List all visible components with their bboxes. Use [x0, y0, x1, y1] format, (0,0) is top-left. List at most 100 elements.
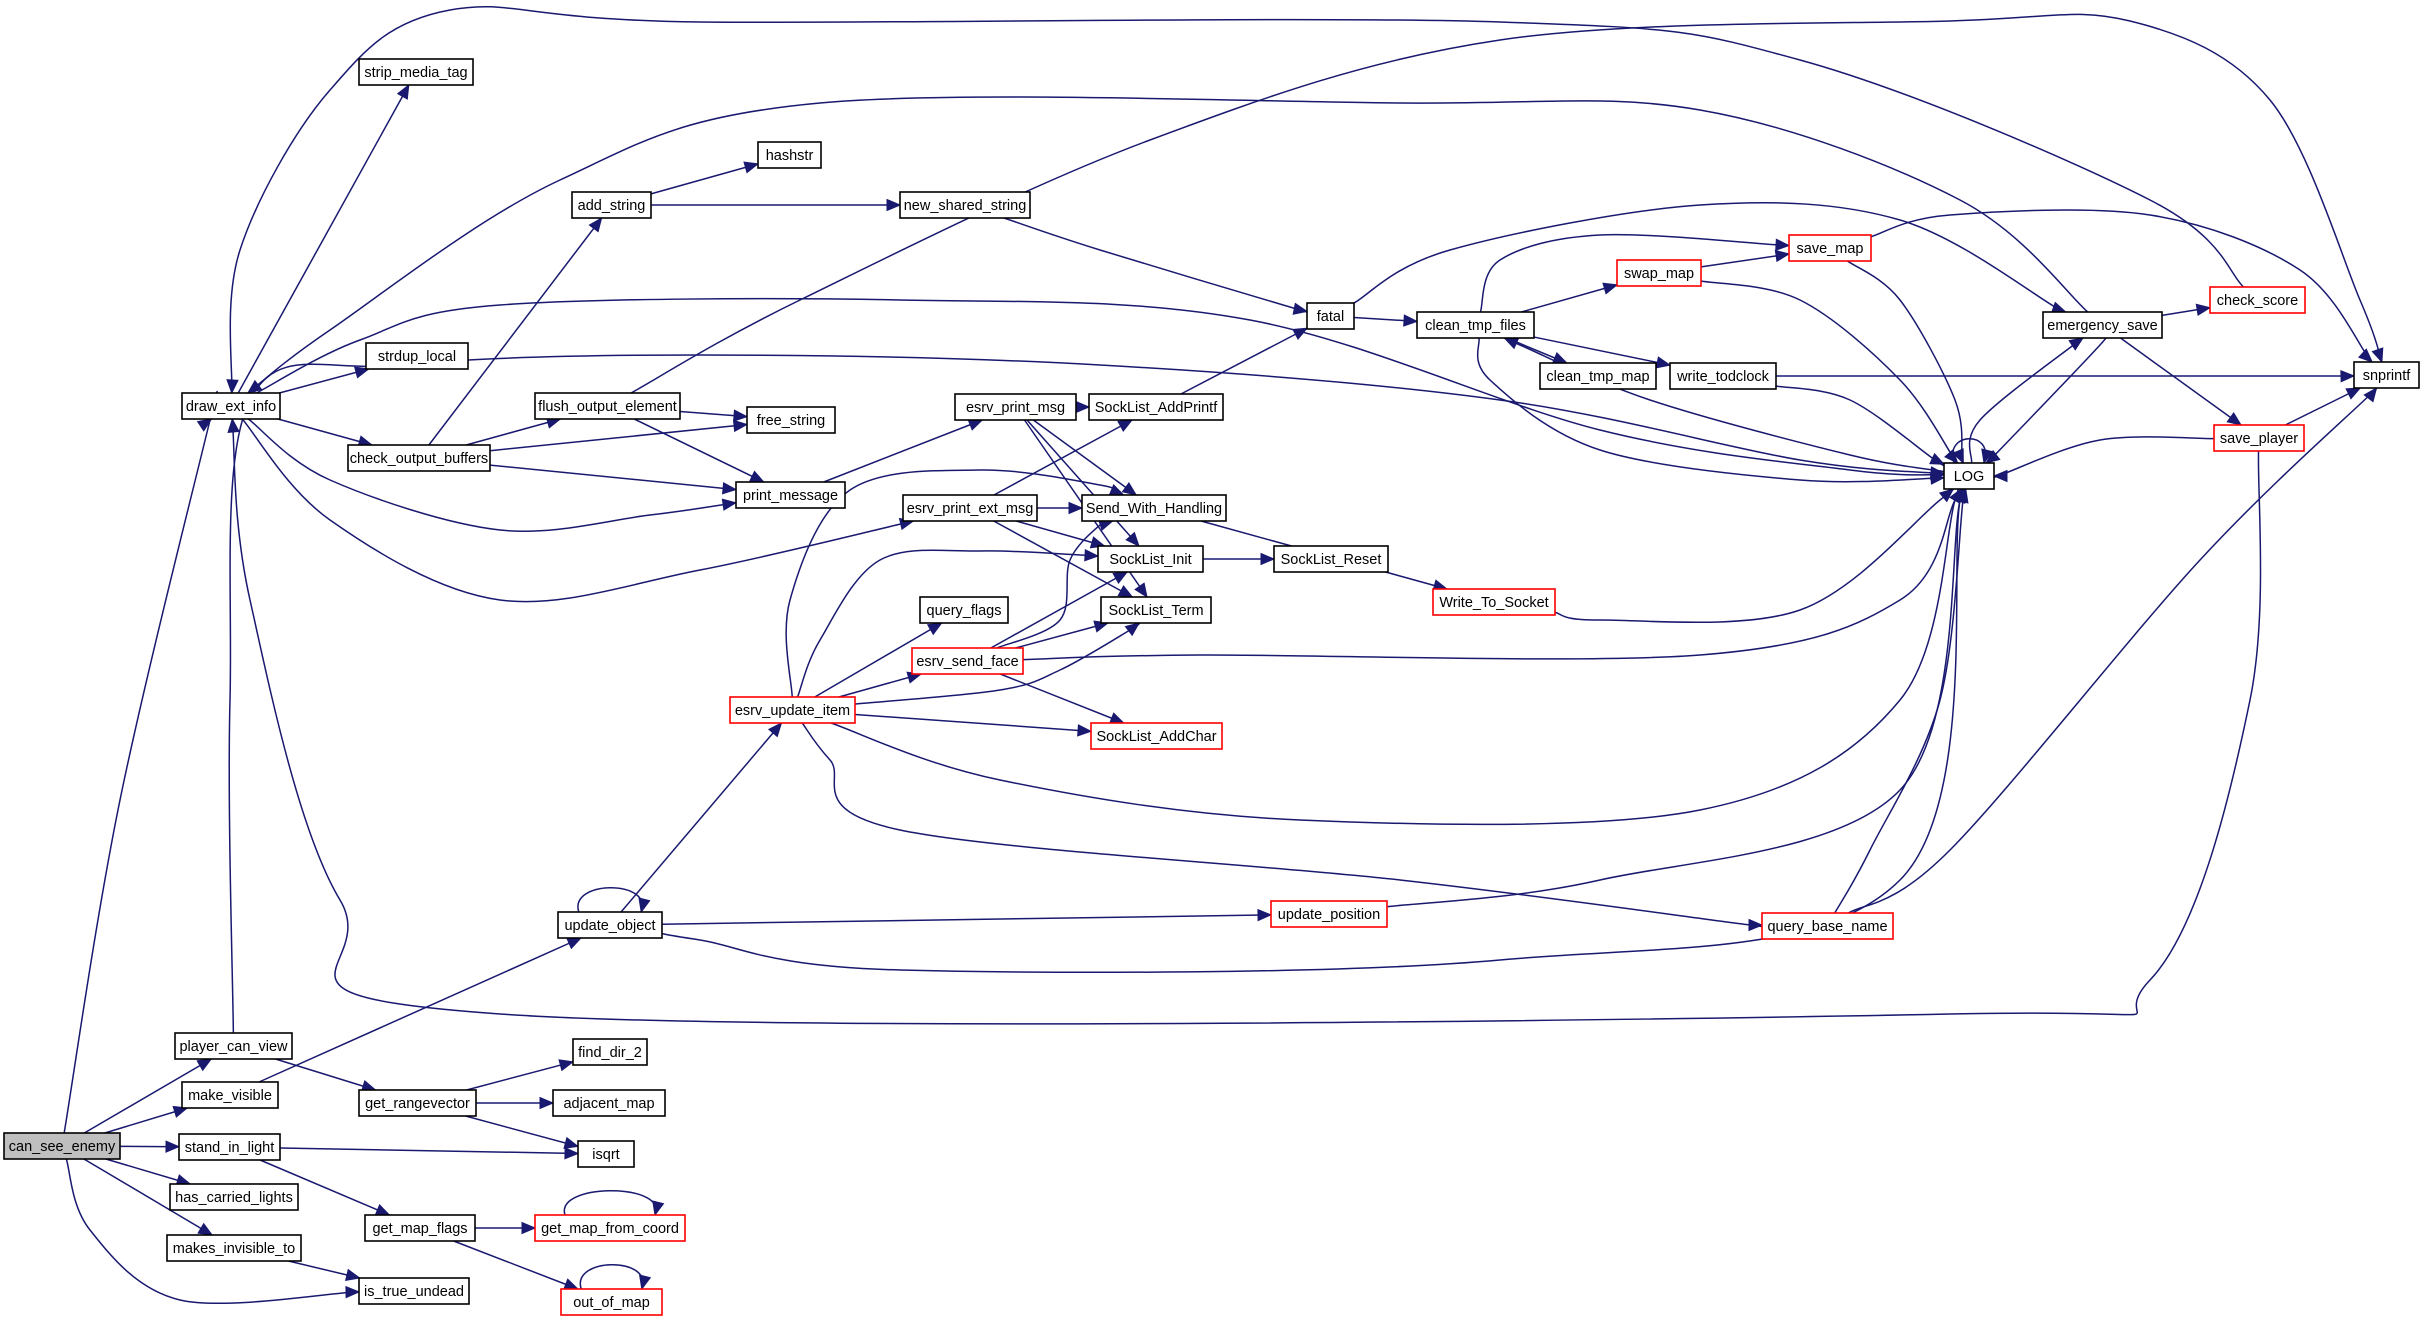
node-adjacent_map[interactable]: adjacent_map: [552, 1089, 666, 1117]
node-box[interactable]: [1270, 900, 1388, 928]
node-esrv_print_msg[interactable]: esrv_print_msg: [954, 393, 1077, 421]
node-get_map_flags[interactable]: get_map_flags: [364, 1214, 476, 1242]
node-box[interactable]: [2353, 361, 2420, 389]
node-box[interactable]: [552, 1089, 666, 1117]
node-box[interactable]: [899, 191, 1031, 219]
node-clean_tmp_map[interactable]: clean_tmp_map: [1539, 362, 1657, 390]
node-save_map[interactable]: save_map: [1788, 234, 1872, 262]
node-SockList_Init[interactable]: SockList_Init: [1097, 545, 1204, 573]
node-box[interactable]: [1100, 596, 1212, 624]
node-box[interactable]: [2213, 424, 2305, 452]
node-box[interactable]: [1788, 234, 1872, 262]
node-box[interactable]: [557, 911, 663, 939]
node-write_todclock[interactable]: write_todclock: [1669, 362, 1777, 390]
node-esrv_update_item[interactable]: esrv_update_item: [729, 696, 856, 724]
node-strdup_local[interactable]: strdup_local: [365, 342, 469, 370]
node-update_position[interactable]: update_position: [1270, 900, 1388, 928]
node-box[interactable]: [757, 141, 822, 169]
node-flush_output_element[interactable]: flush_output_element: [534, 392, 681, 420]
node-box[interactable]: [181, 392, 281, 420]
node-box[interactable]: [358, 1089, 477, 1117]
node-box[interactable]: [365, 342, 469, 370]
node-box[interactable]: [178, 1133, 281, 1161]
node-box[interactable]: [1090, 722, 1223, 750]
node-box[interactable]: [534, 392, 681, 420]
node-has_carried_lights[interactable]: has_carried_lights: [169, 1183, 299, 1211]
node-box[interactable]: [347, 444, 491, 472]
node-box[interactable]: [1761, 912, 1894, 940]
node-print_message[interactable]: print_message: [735, 481, 846, 509]
node-box[interactable]: [954, 393, 1077, 421]
node-SockList_AddChar[interactable]: SockList_AddChar: [1090, 722, 1223, 750]
node-box[interactable]: [746, 406, 836, 434]
node-hashstr[interactable]: hashstr: [757, 141, 822, 169]
node-box[interactable]: [1088, 393, 1224, 421]
node-box[interactable]: [572, 1038, 648, 1066]
node-update_object[interactable]: update_object: [557, 911, 663, 939]
node-make_visible[interactable]: make_visible: [181, 1081, 279, 1109]
node-swap_map[interactable]: swap_map: [1616, 259, 1702, 287]
node-check_score[interactable]: check_score: [2209, 286, 2306, 314]
node-box[interactable]: [2209, 286, 2306, 314]
node-get_rangevector[interactable]: get_rangevector: [358, 1089, 477, 1117]
node-box[interactable]: [911, 647, 1024, 675]
node-box[interactable]: [735, 481, 846, 509]
node-find_dir_2[interactable]: find_dir_2: [572, 1038, 648, 1066]
node-box[interactable]: [577, 1140, 635, 1168]
node-box[interactable]: [1306, 302, 1355, 330]
node-box[interactable]: [358, 1277, 470, 1305]
node-out_of_map[interactable]: out_of_map: [560, 1288, 663, 1316]
node-snprintf[interactable]: snprintf: [2353, 361, 2420, 389]
node-player_can_view[interactable]: player_can_view: [174, 1032, 293, 1060]
node-query_base_name[interactable]: query_base_name: [1761, 912, 1894, 940]
node-free_string[interactable]: free_string: [746, 406, 836, 434]
node-box[interactable]: [1539, 362, 1657, 390]
node-Send_With_Handling[interactable]: Send_With_Handling: [1081, 494, 1227, 522]
node-esrv_print_ext_msg[interactable]: esrv_print_ext_msg: [902, 494, 1038, 522]
node-strip_media_tag[interactable]: strip_media_tag: [358, 58, 474, 86]
node-box[interactable]: [1081, 494, 1227, 522]
node-box[interactable]: [169, 1183, 299, 1211]
node-add_string[interactable]: add_string: [571, 191, 652, 219]
node-new_shared_string[interactable]: new_shared_string: [899, 191, 1031, 219]
node-box[interactable]: [358, 58, 474, 86]
node-Write_To_Socket[interactable]: Write_To_Socket: [1432, 588, 1556, 616]
node-box[interactable]: [1432, 588, 1556, 616]
node-box[interactable]: [1669, 362, 1777, 390]
node-save_player[interactable]: save_player: [2213, 424, 2305, 452]
node-SockList_Term[interactable]: SockList_Term: [1100, 596, 1212, 624]
node-is_true_undead[interactable]: is_true_undead: [358, 1277, 470, 1305]
node-box[interactable]: [729, 696, 856, 724]
node-box[interactable]: [174, 1032, 293, 1060]
node-LOG[interactable]: LOG: [1943, 462, 1995, 490]
node-query_flags[interactable]: query_flags: [919, 596, 1009, 624]
node-can_see_enemy[interactable]: can_see_enemy: [3, 1132, 121, 1160]
node-draw_ext_info[interactable]: draw_ext_info: [181, 392, 281, 420]
node-SockList_Reset[interactable]: SockList_Reset: [1273, 545, 1389, 573]
node-get_map_from_coord[interactable]: get_map_from_coord: [534, 1214, 686, 1242]
node-box[interactable]: [1943, 462, 1995, 490]
node-stand_in_light[interactable]: stand_in_light: [178, 1133, 281, 1161]
node-box[interactable]: [919, 596, 1009, 624]
node-box[interactable]: [1097, 545, 1204, 573]
node-esrv_send_face[interactable]: esrv_send_face: [911, 647, 1024, 675]
node-box[interactable]: [571, 191, 652, 219]
node-box[interactable]: [1273, 545, 1389, 573]
node-emergency_save[interactable]: emergency_save: [2042, 311, 2163, 339]
node-SockList_AddPrintf[interactable]: SockList_AddPrintf: [1088, 393, 1224, 421]
node-box[interactable]: [3, 1132, 121, 1160]
node-box[interactable]: [166, 1234, 302, 1262]
node-box[interactable]: [181, 1081, 279, 1109]
node-box[interactable]: [560, 1288, 663, 1316]
node-box[interactable]: [364, 1214, 476, 1242]
node-box[interactable]: [1416, 311, 1535, 339]
node-box[interactable]: [2042, 311, 2163, 339]
node-check_output_buffers[interactable]: check_output_buffers: [347, 444, 491, 472]
node-box[interactable]: [534, 1214, 686, 1242]
node-box[interactable]: [902, 494, 1038, 522]
node-box[interactable]: [1616, 259, 1702, 287]
node-fatal[interactable]: fatal: [1306, 302, 1355, 330]
node-clean_tmp_files[interactable]: clean_tmp_files: [1416, 311, 1535, 339]
node-makes_invisible_to[interactable]: makes_invisible_to: [166, 1234, 302, 1262]
node-isqrt[interactable]: isqrt: [577, 1140, 635, 1168]
